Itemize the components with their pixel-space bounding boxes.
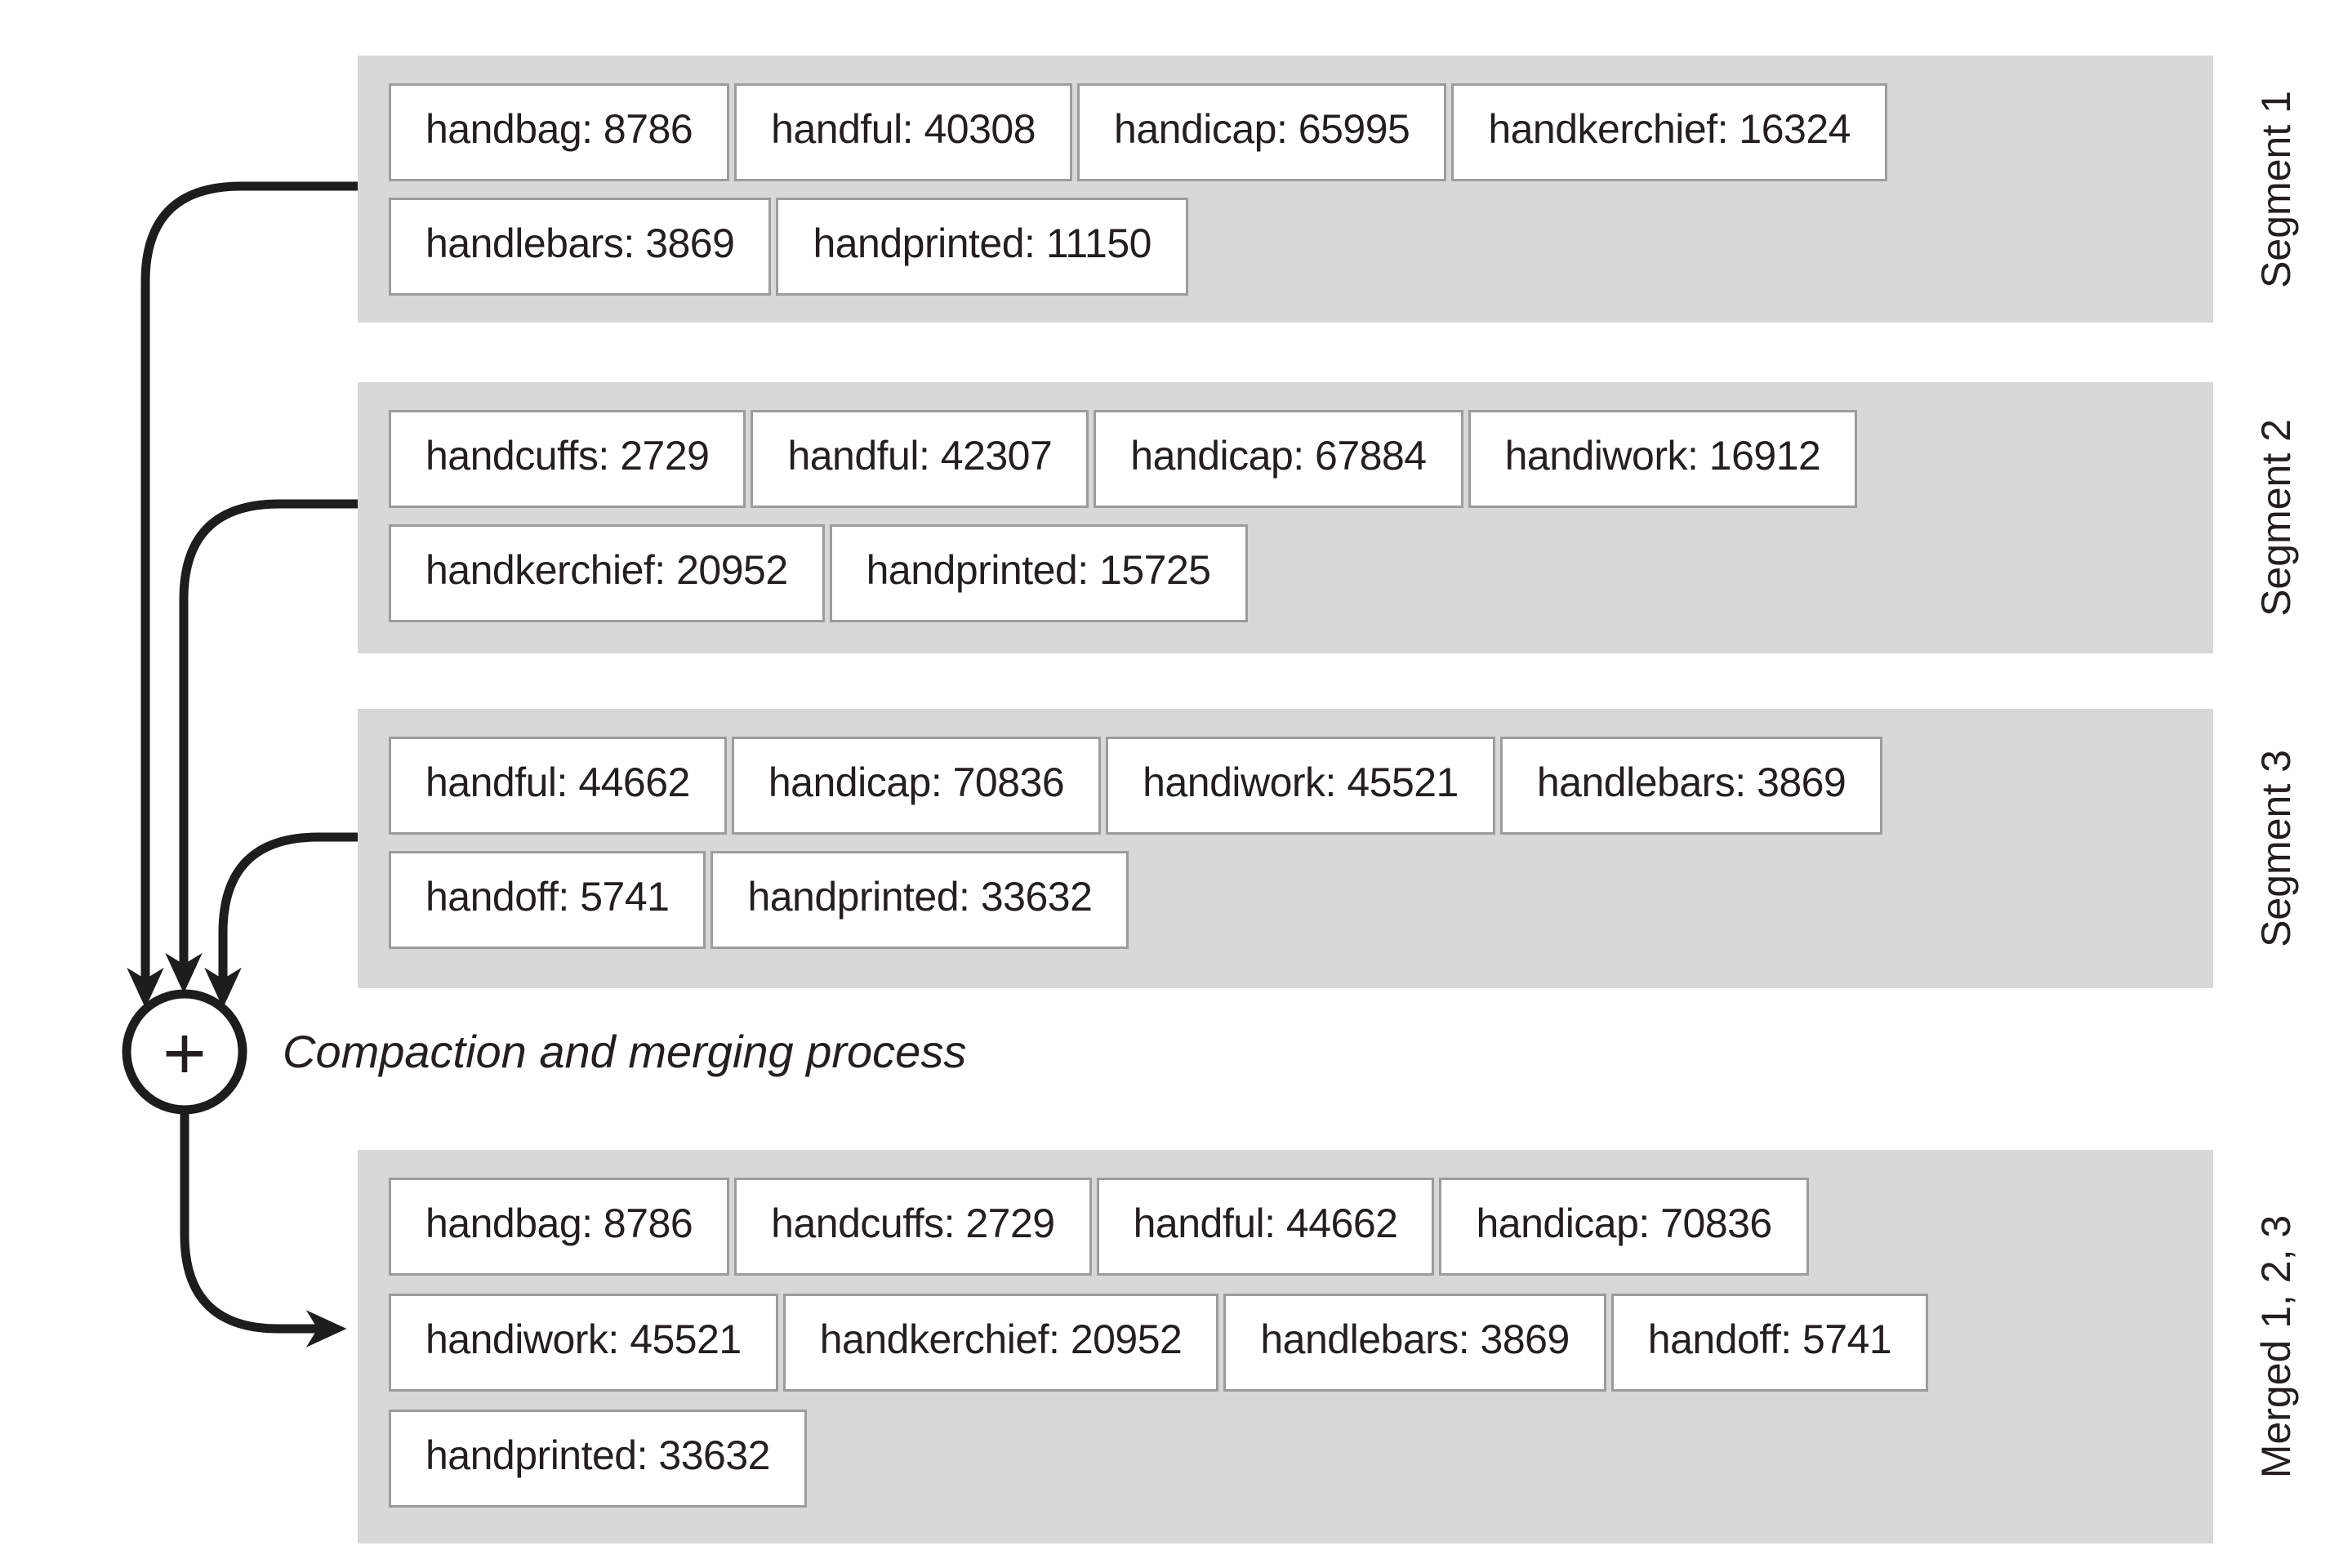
key-value-box: handiwork: 16912: [1468, 410, 1858, 508]
key-value-box: handkerchief: 20952: [389, 524, 825, 622]
key-value-box: handicap: 67884: [1094, 410, 1463, 508]
segment-3-side-label: Segment 3: [2215, 709, 2337, 988]
arrow-merge-node-to-merged-segment: [180, 1109, 347, 1348]
key-value-box: handiwork: 45521: [389, 1294, 778, 1392]
key-value-box: handbag: 8786: [389, 1178, 730, 1276]
key-value-box: handicap: 65995: [1077, 83, 1447, 181]
plus-icon: +: [163, 1012, 207, 1095]
key-value-box: handcuffs: 2729: [734, 1178, 1092, 1276]
arrow-segment-1-to-merge-node: [127, 181, 358, 1009]
merged-side-label: Merged 1, 2, 3: [2215, 1150, 2337, 1544]
key-value-box: handprinted: 15725: [829, 524, 1248, 622]
key-value-box: handprinted: 11150: [776, 198, 1188, 296]
arrow-segment-3-to-merge-node: [204, 832, 358, 1009]
merged-row-1: handbag: 8786 handcuffs: 2729 handful: 4…: [389, 1178, 2213, 1276]
segment-2-side-label: Segment 2: [2215, 382, 2337, 653]
segment-3-panel: handful: 44662 handicap: 70836 handiwork…: [358, 709, 2213, 988]
segment-3-row-1: handful: 44662 handicap: 70836 handiwork…: [389, 737, 2213, 835]
key-value-box: handlebars: 3869: [1223, 1294, 1606, 1392]
key-value-box: handkerchief: 20952: [782, 1294, 1219, 1392]
segment-2-panel: handcuffs: 2729 handful: 42307 handicap:…: [358, 382, 2213, 653]
key-value-box: handoff: 5741: [1610, 1294, 1929, 1392]
key-value-box: handprinted: 33632: [710, 851, 1129, 949]
key-value-box: handicap: 70836: [731, 737, 1102, 835]
segment-3-row-2: handoff: 5741 handprinted: 33632: [389, 851, 2213, 949]
key-value-box: handlebars: 3869: [389, 198, 772, 296]
key-value-box: handcuffs: 2729: [389, 410, 746, 508]
key-value-box: handicap: 70836: [1439, 1178, 1809, 1276]
key-value-box: handiwork: 45521: [1106, 737, 1495, 835]
key-value-box: handbag: 8786: [389, 83, 730, 181]
segment-2-row-1: handcuffs: 2729 handful: 42307 handicap:…: [389, 410, 2213, 508]
process-label: Compaction and merging process: [283, 1026, 967, 1077]
segment-2-side-label-text: Segment 2: [2253, 419, 2300, 617]
merged-row-2: handiwork: 45521 handkerchief: 20952 han…: [389, 1294, 2213, 1392]
key-value-box: handful: 44662: [389, 737, 727, 835]
segment-1-row-2: handlebars: 3869 handprinted: 11150: [389, 198, 2213, 296]
segment-1-row-1: handbag: 8786 handful: 40308 handicap: 6…: [389, 83, 2213, 181]
arrow-segment-2-to-merge-node: [165, 499, 358, 994]
merged-side-label-text: Merged 1, 2, 3: [2253, 1214, 2300, 1479]
key-value-box: handful: 44662: [1096, 1178, 1435, 1276]
merged-panel: handbag: 8786 handcuffs: 2729 handful: 4…: [358, 1150, 2213, 1544]
key-value-box: handprinted: 33632: [389, 1410, 807, 1508]
key-value-box: handlebars: 3869: [1499, 737, 1883, 835]
segment-2-row-2: handkerchief: 20952 handprinted: 15725: [389, 524, 2213, 622]
key-value-box: handful: 40308: [734, 83, 1073, 181]
key-value-box: handful: 42307: [751, 410, 1089, 508]
segment-1-side-label-text: Segment 1: [2253, 90, 2300, 288]
segment-1-panel: handbag: 8786 handful: 40308 handicap: 6…: [358, 56, 2213, 323]
key-value-box: handoff: 5741: [389, 851, 706, 949]
key-value-box: handkerchief: 16324: [1451, 83, 1887, 181]
segment-3-side-label-text: Segment 3: [2253, 750, 2300, 947]
segment-1-side-label: Segment 1: [2215, 56, 2337, 323]
merged-row-3: handprinted: 33632: [389, 1410, 2213, 1508]
merge-node-circle: [122, 989, 247, 1115]
